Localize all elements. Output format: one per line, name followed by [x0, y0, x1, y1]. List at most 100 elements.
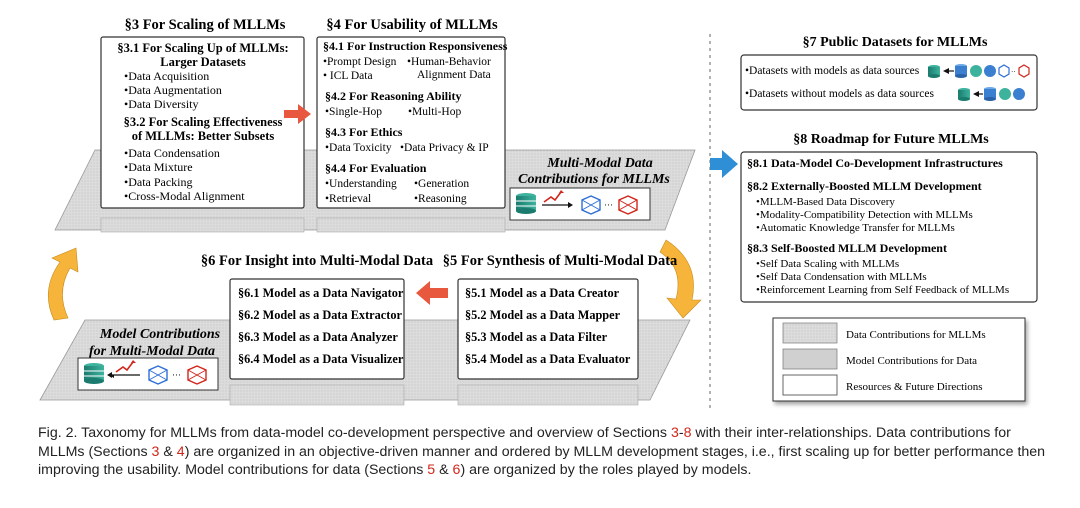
ellipsis-icon: ··· — [172, 370, 181, 380]
s31-title-line1: §3.1 For Scaling Up of MLLMs: — [117, 41, 288, 55]
caption-ref-3b[interactable]: 3 — [151, 443, 160, 460]
data-plane-label-line1: Multi-Modal Data — [546, 156, 652, 171]
legend-swatch-data — [782, 322, 838, 344]
legend-label-data: Data Contributions for MLLMs — [846, 329, 986, 341]
model-network-icon-blue — [148, 365, 168, 385]
s31-item-3: •Data Diversity — [124, 97, 199, 111]
s83-title: §8.3 Self-Boosted MLLM Development — [747, 241, 947, 255]
model-network-icon-blue — [581, 195, 601, 215]
blue-database-icon — [984, 87, 996, 101]
globe-icon — [984, 65, 996, 77]
model-network-icon-red — [187, 365, 207, 385]
s82-item-2: •Modality-Compatibility Detection with M… — [756, 209, 973, 221]
user-icon — [999, 88, 1011, 100]
sec5-box — [457, 278, 639, 380]
s31-item-2: •Data Augmentation — [124, 83, 222, 97]
database-icon — [516, 193, 536, 214]
sec8-box — [740, 151, 1038, 303]
caption-ref-6[interactable]: 6 — [452, 462, 461, 478]
s31-title-line2: Larger Datasets — [160, 55, 246, 69]
model-plane-label-line1: Model Contributions — [99, 327, 221, 342]
sec6-box-bottom — [229, 384, 405, 406]
s42-item-single: •Single-Hop — [325, 106, 382, 118]
s83-item-2: •Self Data Condensation with MLLMs — [756, 271, 927, 283]
sec7-box — [740, 54, 1038, 111]
caption-ref-4[interactable]: 4 — [176, 443, 185, 460]
curved-arrow-right-down — [659, 239, 702, 319]
s41-title: §4.1 For Instruction Responsiveness — [323, 39, 508, 53]
data-plane-label-line2: Contributions for MLLMs — [518, 172, 670, 187]
user-icon — [970, 65, 982, 77]
caption-ref-5[interactable]: 5 — [427, 462, 436, 478]
s54-item: §5.4 Model as a Data Evaluator — [465, 352, 631, 366]
legend: Data Contributions for MLLMs Model Contr… — [772, 317, 1026, 402]
s32-item-1: •Data Condensation — [124, 146, 220, 160]
arrow-left-icon — [943, 68, 949, 74]
s44-title: §4.4 For Evaluation — [325, 161, 427, 175]
s42-title: §4.2 For Reasoning Ability — [325, 89, 461, 103]
sec3-title: §3 For Scaling of MLLMs — [125, 17, 286, 33]
figure-caption: Fig. 2. Taxonomy for MLLMs from data-mod… — [38, 425, 1046, 478]
ellipsis-icon: ·· — [1011, 68, 1016, 76]
ellipsis-icon: ··· — [604, 200, 613, 210]
s52-item: §5.2 Model as a Data Mapper — [465, 308, 621, 322]
sec8-title: §8 Roadmap for Future MLLMs — [793, 132, 989, 147]
dataset-icons-without-models — [958, 87, 1025, 101]
model-network-icon-red — [618, 195, 638, 215]
sec6-title: §6 For Insight into Multi-Modal Data — [201, 253, 434, 269]
database-icon — [84, 363, 104, 384]
s61-item: §6.1 Model as a Data Navigator — [238, 286, 404, 300]
sec7-item-with-models: •Datasets with models as data sources — [745, 65, 920, 77]
s43-title: §4.3 For Ethics — [325, 125, 403, 139]
s32-item-4: •Cross-Modal Alignment — [124, 189, 245, 203]
data-to-model-icon-group: ··· — [509, 187, 651, 221]
sec5-title: §5 For Synthesis of Multi-Modal Data — [443, 253, 678, 269]
s82-title: §8.2 Externally-Boosted MLLM Development — [747, 179, 982, 193]
s31-item-1: •Data Acquisition — [124, 69, 209, 83]
legend-swatch-resources — [782, 374, 838, 396]
s44-item-reasoning: •Reasoning — [414, 193, 467, 205]
s41-item-prompt: •Prompt Design — [323, 56, 397, 68]
s82-item-1: •MLLM-Based Data Discovery — [756, 196, 895, 208]
s41-item-icl: • ICL Data — [323, 70, 373, 82]
caption-ref-8[interactable]: 8 — [683, 425, 692, 441]
s32-title-line2: of MLLMs: Better Subsets — [132, 129, 275, 143]
arrow-blue-right — [710, 150, 738, 178]
sec4-box — [316, 36, 506, 209]
s53-item: §5.3 Model as a Data Filter — [465, 330, 608, 344]
s62-item: §6.2 Model as a Data Extractor — [238, 308, 402, 322]
caption-ref-3[interactable]: 3 — [670, 425, 679, 441]
sec4-title: §4 For Usability of MLLMs — [326, 17, 498, 33]
model-icon-blue — [998, 64, 1010, 78]
sec7-item-without-models: •Datasets without models as data sources — [745, 88, 934, 100]
s32-item-3: •Data Packing — [124, 175, 193, 189]
legend-label-model: Model Contributions for Data — [846, 355, 977, 367]
s83-item-1: •Self Data Scaling with MLLMs — [756, 258, 899, 270]
s64-item: §6.4 Model as a Data Visualizer — [238, 352, 404, 366]
s41-item-human-1: •Human-Behavior — [407, 56, 491, 68]
dataset-icons-with-models: ·· — [928, 64, 1030, 78]
s51-item: §5.1 Model as a Data Creator — [465, 286, 620, 300]
s43-item-privacy: •Data Privacy & IP — [400, 142, 489, 154]
database-icon — [958, 88, 970, 101]
sec7-title: §7 Public Datasets for MLLMs — [803, 35, 988, 50]
legend-label-resources: Resources & Future Directions — [846, 381, 983, 393]
s81-title: §8.1 Data-Model Co-Development Infrastru… — [747, 156, 1003, 170]
s44-item-retrieval: •Retrieval — [325, 193, 371, 205]
sec6-box — [229, 278, 405, 380]
sec5-box-bottom — [457, 384, 639, 406]
s32-title-line1: §3.2 For Scaling Effectiveness — [124, 115, 283, 129]
arrow-sec3-to-sec4 — [284, 104, 311, 124]
model-plane-label-line2: for Multi-Modal Data — [89, 344, 215, 359]
s82-item-3: •Automatic Knowledge Transfer for MLLMs — [756, 222, 955, 234]
trend-up-icon — [107, 360, 140, 378]
sec3-box-bottom — [100, 217, 305, 233]
s41-item-human-2: Alignment Data — [417, 69, 491, 81]
database-icon — [928, 65, 940, 78]
s44-item-understanding: •Understanding — [325, 178, 397, 190]
curved-arrow-left-up — [47, 247, 79, 321]
arrow-left-icon — [973, 91, 979, 97]
legend-swatch-model — [782, 348, 838, 370]
s43-item-toxicity: •Data Toxicity — [325, 142, 392, 154]
